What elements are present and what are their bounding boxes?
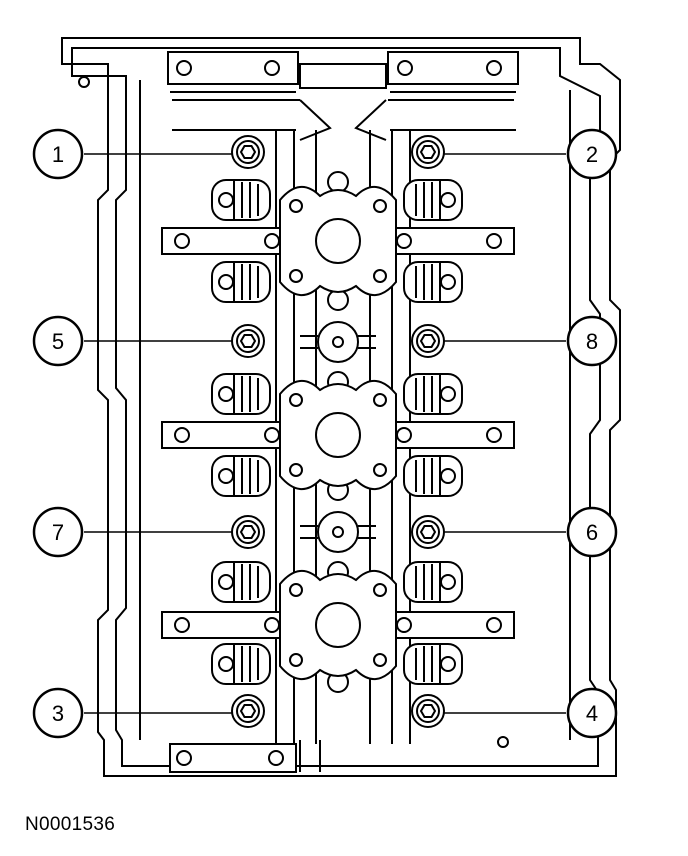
callout-7: 7: [32, 506, 84, 558]
callout-label: 2: [586, 142, 598, 167]
figure-id: N0001536: [25, 814, 116, 835]
leader-lines: [84, 153, 566, 714]
callout-8: 8: [566, 315, 618, 367]
head-bolt-1: [231, 135, 265, 169]
head-bolt-5: [231, 324, 265, 358]
callout-label: 4: [586, 701, 598, 726]
head-bolt-7: [231, 515, 265, 549]
callout-5: 5: [32, 315, 84, 367]
head-bolt-3: [231, 694, 265, 728]
valve-springs-right: [403, 179, 463, 685]
callout-label: 3: [52, 701, 64, 726]
callout-label: 7: [52, 520, 64, 545]
callout-3: 3: [32, 687, 84, 739]
camshaft-bearing-row-3: [161, 570, 515, 680]
callout-label: 6: [586, 520, 598, 545]
callout-label: 8: [586, 329, 598, 354]
head-bolt-4: [411, 694, 445, 728]
cylinder-head-diagram: 1 2 5 8 7 6 3 4: [32, 37, 621, 777]
callout-label: 1: [52, 142, 64, 167]
head-bolt-2: [411, 135, 445, 169]
camshaft-bearing-row-2: [161, 380, 515, 490]
callout-4: 4: [566, 687, 618, 739]
callout-2: 2: [566, 128, 618, 180]
callout-label: 5: [52, 329, 64, 354]
callout-6: 6: [566, 506, 618, 558]
head-bolt-8: [411, 324, 445, 358]
valve-springs-left: [211, 179, 271, 685]
callout-1: 1: [32, 128, 84, 180]
bottom-bearing-cap: [169, 740, 321, 773]
head-bolt-6: [411, 515, 445, 549]
top-bearing-caps: [167, 51, 519, 141]
camshaft-bearing-row-1: [161, 186, 515, 296]
